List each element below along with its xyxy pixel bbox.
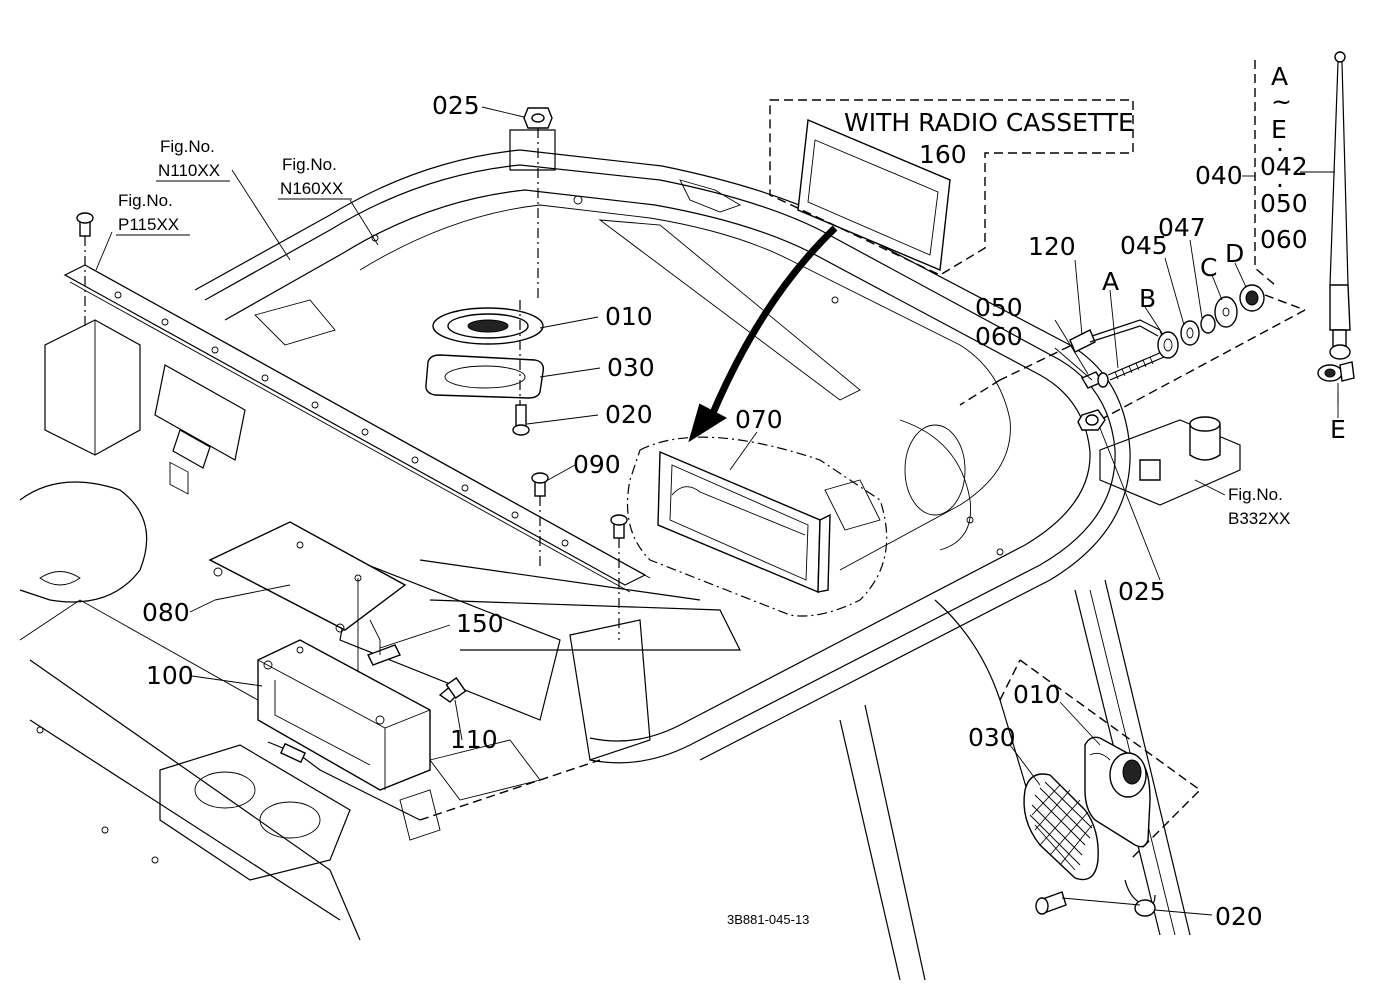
antenna-option-list: A ~ E · 042 · 050 060 <box>1260 62 1308 254</box>
radio-cassette-header: WITH RADIO CASSETTE 160 <box>844 108 1134 169</box>
label-060: 060 <box>975 322 1023 351</box>
fig-p115-number: P115XX <box>118 215 179 234</box>
part-025-nut-right <box>1077 409 1106 431</box>
part-160-faceplate <box>797 118 951 272</box>
part-010-speaker-top <box>432 307 544 345</box>
part-a-stud <box>1107 351 1165 381</box>
label-030-bottom: 030 <box>968 723 1016 752</box>
part-100-radio-case <box>257 639 431 791</box>
parts <box>76 51 1355 917</box>
label-020-top: 020 <box>605 400 653 429</box>
grille-mesh <box>1029 781 1093 871</box>
part-080-bracket-plate <box>208 521 407 730</box>
label-025-top: 025 <box>432 91 480 120</box>
label-040: 040 <box>1195 161 1243 190</box>
fig-n160-caption: Fig.No. <box>282 155 337 174</box>
label-050: 050 <box>975 293 1023 322</box>
range-dot-1: · <box>1276 135 1284 164</box>
range-start: A <box>1271 62 1288 91</box>
part-120-antenna-lead <box>959 319 1166 406</box>
antenna-cable <box>267 741 601 821</box>
fig-n110-caption: Fig.No. <box>160 137 215 156</box>
part-010-speaker-bottom <box>1084 736 1151 848</box>
fig-n110-number: N110XX <box>158 161 220 180</box>
fig-p115-caption: Fig.No. <box>118 191 173 210</box>
label-120: 120 <box>1028 232 1076 261</box>
label-025-right: 025 <box>1118 577 1166 606</box>
option-060: 060 <box>1260 225 1308 254</box>
option-042: 042 <box>1260 152 1308 181</box>
label-150: 150 <box>456 609 504 638</box>
label-080: 080 <box>142 598 190 627</box>
part-screw-left-rail <box>76 212 94 330</box>
part-110-screw <box>438 677 467 703</box>
part-020-screw-top <box>512 404 530 436</box>
option-050: 050 <box>1260 189 1308 218</box>
fig-b332-number: B332XX <box>1228 509 1290 528</box>
range-end: E <box>1271 115 1287 144</box>
arrow-160-to-070 <box>688 225 838 443</box>
part-040-antenna-rod <box>1329 51 1351 360</box>
range-dot-2: · <box>1276 171 1284 200</box>
part-150-clip <box>367 619 401 666</box>
label-047: 047 <box>1158 213 1206 242</box>
part-070-radio-bezel <box>626 436 888 617</box>
label-letter-a: A <box>1102 267 1119 296</box>
label-letter-c: C <box>1200 253 1217 282</box>
drawing-code: 3B881-045-13 <box>727 912 809 927</box>
leader-lines <box>95 106 1339 916</box>
label-100: 100 <box>146 661 194 690</box>
label-045: 045 <box>1120 231 1168 260</box>
rivet-holes <box>36 195 1004 864</box>
label-020-bottom: 020 <box>1215 902 1263 931</box>
part-030-grille-bottom <box>1023 773 1099 881</box>
part-090-screw <box>531 472 549 570</box>
part-e-base <box>1317 361 1355 405</box>
part-030-grille-top <box>425 300 545 405</box>
label-160: 160 <box>919 140 967 169</box>
label-letter-b: B <box>1139 284 1156 313</box>
bottom-speaker-box <box>999 659 1202 861</box>
label-070: 070 <box>735 405 783 434</box>
label-letter-e: E <box>1330 415 1346 444</box>
label-110: 110 <box>450 725 498 754</box>
fig-b332-caption: Fig.No. <box>1228 485 1283 504</box>
callout-labels: 025 010 030 020 090 070 080 150 100 110 … <box>142 91 1346 931</box>
part-b-045-047-c-d-washers <box>1099 284 1306 421</box>
range-tilde: ~ <box>1271 87 1292 116</box>
label-010-bottom: 010 <box>1013 680 1061 709</box>
label-090: 090 <box>573 450 621 479</box>
label-030-top: 030 <box>607 353 655 382</box>
figure-references: Fig.No. N110XX Fig.No. N160XX Fig.No. P1… <box>116 137 1290 528</box>
cab-roof-structure <box>19 129 1241 981</box>
with-radio-cassette-box <box>769 99 1134 276</box>
label-010-top: 010 <box>605 302 653 331</box>
part-025-nut-top <box>523 107 553 300</box>
label-letter-d: D <box>1225 239 1244 268</box>
header-title: WITH RADIO CASSETTE <box>844 108 1134 137</box>
antenna-parts-box <box>1254 60 1276 286</box>
part-screw-rail <box>610 514 628 640</box>
fig-n160-number: N160XX <box>280 179 343 198</box>
part-020-screw-bottom <box>1035 879 1156 917</box>
